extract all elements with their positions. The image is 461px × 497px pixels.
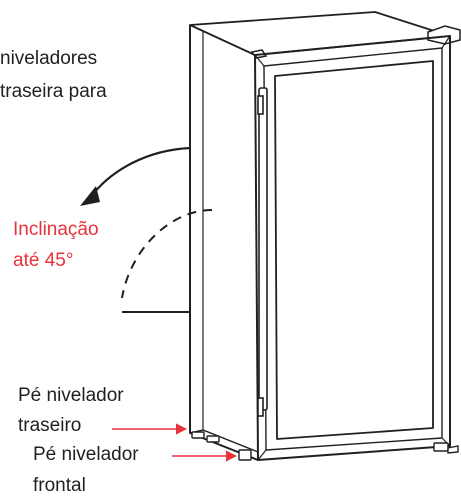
rear-foot-label-line-2: traseiro bbox=[18, 415, 82, 436]
door-handle bbox=[257, 87, 268, 417]
instruction-line-2: traseira para bbox=[0, 81, 107, 102]
top-hinge bbox=[250, 25, 461, 59]
door bbox=[254, 35, 451, 461]
cabinet-body bbox=[189, 11, 451, 461]
cabinet-base bbox=[189, 429, 459, 461]
tilt-arrow-head bbox=[80, 186, 100, 206]
tilt-arrow bbox=[89, 146, 191, 199]
front-foot-label-line-1: Pé nivelador bbox=[33, 444, 139, 465]
tilt-label-line-1: Inclinação bbox=[13, 219, 99, 240]
front-foot-label-line-2: frontal bbox=[33, 475, 86, 496]
instruction-line-1: niveladores bbox=[0, 48, 98, 69]
tilt-label-line-2: até 45° bbox=[13, 250, 74, 271]
tilt-angle-arc bbox=[121, 209, 213, 299]
rear-foot-label-line-1: Pé nivelador bbox=[18, 385, 124, 406]
